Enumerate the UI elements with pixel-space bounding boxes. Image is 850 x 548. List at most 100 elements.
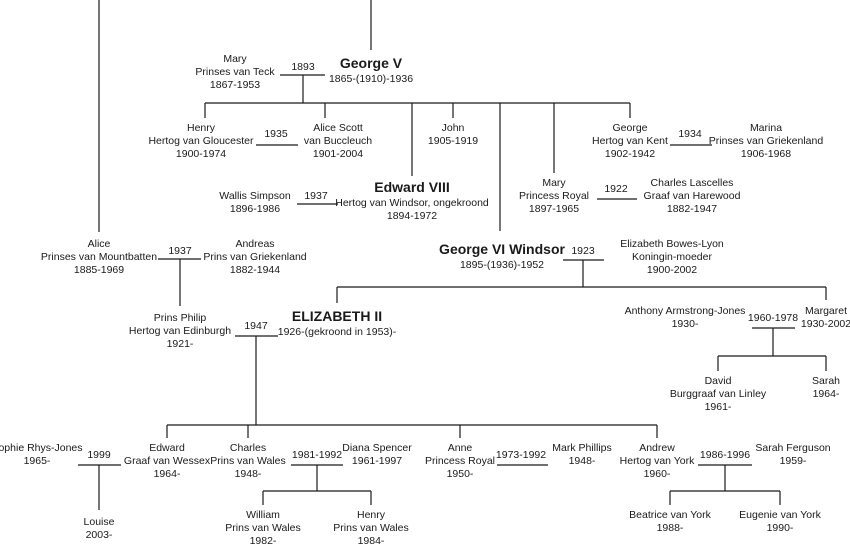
person-charles-lascelles: Charles Lascelles Graaf van Harewood 188… bbox=[644, 177, 741, 216]
person-name: Henry bbox=[186, 122, 215, 134]
marriage-year: 1937 bbox=[304, 190, 328, 202]
person-title: Prinses van Mountbatten bbox=[40, 251, 158, 263]
person-name: Alice bbox=[87, 238, 111, 250]
marriage-year: 1947 bbox=[244, 320, 268, 332]
person-title: Princess Royal bbox=[518, 190, 590, 202]
person-dates: 1959- bbox=[779, 455, 807, 467]
person-charles: Charles Prins van Wales 1948- bbox=[210, 442, 285, 481]
person-henry-gloucester: Henry Hertog van Gloucester 1900-1974 bbox=[148, 122, 253, 161]
person-name: George bbox=[612, 122, 648, 134]
person-title: Hertog van York bbox=[619, 455, 695, 467]
person-anne-princess-royal: Anne Princess Royal 1950- bbox=[425, 442, 495, 481]
person-david-linley: David Burggraaf van Linley 1961- bbox=[670, 375, 766, 414]
person-title: Prins van Wales bbox=[333, 522, 409, 534]
person-dates: 1885-1969 bbox=[73, 264, 125, 276]
person-name: William bbox=[246, 509, 280, 521]
person-name: Charles Lascelles bbox=[650, 177, 734, 189]
person-george-v: George V 1865-(1910)-1936 bbox=[329, 55, 413, 86]
person-george-vi: George VI Windsor 1895-(1936)-1952 bbox=[439, 241, 565, 272]
marriage-year: 1981-1992 bbox=[291, 449, 343, 461]
person-edward-viii: Edward VIII Hertog van Windsor, ongekroo… bbox=[335, 179, 489, 223]
person-dates: 1961-1997 bbox=[351, 455, 403, 467]
person-title: Prinses van Teck bbox=[195, 66, 275, 78]
person-wallis-simpson: Wallis Simpson 1896-1986 bbox=[219, 190, 290, 216]
person-sarah-ferguson: Sarah Ferguson 1959- bbox=[755, 442, 830, 468]
person-dates: 1965- bbox=[23, 455, 51, 467]
person-name: Charles bbox=[229, 442, 267, 454]
person-name: Andrew bbox=[639, 442, 675, 454]
person-title: Hertog van Kent bbox=[592, 135, 668, 147]
person-sophie-rhys-jones: Sophie Rhys-Jones 1965- bbox=[0, 442, 83, 468]
person-title: Hertog van Gloucester bbox=[148, 135, 254, 147]
person-dates: 1882-1947 bbox=[666, 203, 718, 215]
person-name: Anthony Armstrong-Jones bbox=[624, 305, 746, 317]
person-dates: 1865-(1910)-1936 bbox=[328, 73, 414, 85]
person-name: Mark Phillips bbox=[552, 442, 612, 454]
person-elizabeth-bowes-lyon: Elizabeth Bowes-Lyon Koningin-moeder 190… bbox=[620, 238, 724, 277]
person-name: Prins Philip bbox=[153, 312, 207, 324]
person-title: Burggraaf van Linley bbox=[669, 388, 767, 400]
person-title: van Buccleuch bbox=[303, 135, 373, 147]
person-name: Andreas bbox=[235, 238, 275, 250]
person-mary-teck: Mary Prinses van Teck 1867-1953 bbox=[195, 53, 274, 92]
person-title: Prins van Wales bbox=[210, 455, 286, 467]
person-dates: 1988- bbox=[656, 522, 684, 534]
person-title: Prins van Wales bbox=[225, 522, 301, 534]
person-beatrice-york: Beatrice van York 1988- bbox=[629, 509, 711, 535]
person-title: Prinses van Griekenland bbox=[708, 135, 824, 147]
person-dates: 1964- bbox=[153, 468, 181, 480]
person-name: Marina bbox=[749, 122, 783, 134]
person-name: Sophie Rhys-Jones bbox=[0, 442, 83, 454]
person-dates: 1964- bbox=[812, 388, 840, 400]
person-dates: 1930-2002 bbox=[800, 318, 850, 330]
person-dates: 1882-1944 bbox=[229, 264, 281, 276]
person-dates: 1902-1942 bbox=[604, 148, 656, 160]
person-dates: 1894-1972 bbox=[386, 210, 438, 222]
person-diana-spencer: Diana Spencer 1961-1997 bbox=[342, 442, 411, 468]
marriage-year: 1999 bbox=[87, 449, 111, 461]
person-name: Eugenie van York bbox=[739, 509, 821, 521]
person-name: Mary bbox=[223, 53, 247, 65]
person-dates: 1926-(gekroond in 1953)- bbox=[277, 326, 397, 338]
person-dates: 1921- bbox=[166, 338, 194, 350]
person-dates: 1901-2004 bbox=[312, 148, 364, 160]
person-name: David bbox=[704, 375, 732, 387]
person-name: Wallis Simpson bbox=[219, 190, 291, 202]
person-alice-mountbatten: Alice Prinses van Mountbatten 1885-1969 bbox=[41, 238, 157, 277]
person-dates: 1906-1968 bbox=[740, 148, 792, 160]
person-title: Graaf van Harewood bbox=[643, 190, 741, 202]
person-name: Sarah bbox=[811, 375, 841, 387]
marriage-year: 1935 bbox=[264, 128, 288, 140]
marriage-year: 1937 bbox=[168, 245, 192, 257]
marriage-year: 1973-1992 bbox=[495, 449, 547, 461]
person-name: John bbox=[441, 122, 465, 134]
person-dates: 1867-1953 bbox=[209, 79, 261, 91]
person-dates: 1896-1986 bbox=[229, 203, 281, 215]
marriage-year: 1960-1978 bbox=[747, 312, 799, 324]
person-title: Prins van Griekenland bbox=[203, 251, 307, 263]
person-name: Edward VIII bbox=[374, 179, 450, 195]
person-william: William Prins van Wales 1982- bbox=[225, 509, 300, 548]
person-title: Koningin-moeder bbox=[632, 251, 712, 263]
person-george-kent: George Hertog van Kent 1902-1942 bbox=[592, 122, 668, 161]
person-name: Sarah Ferguson bbox=[755, 442, 831, 454]
person-name: George V bbox=[339, 55, 403, 71]
person-edward-wessex: Edward Graaf van Wessex 1964- bbox=[124, 442, 210, 481]
person-name: Edward bbox=[149, 442, 185, 454]
person-name: Diana Spencer bbox=[342, 442, 412, 454]
person-name: Anne bbox=[447, 442, 473, 454]
person-title: Graaf van Wessex bbox=[123, 455, 211, 467]
person-sarah: Sarah 1964- bbox=[812, 375, 840, 401]
marriage-year: 1923 bbox=[571, 245, 595, 257]
person-eugenie-york: Eugenie van York 1990- bbox=[739, 509, 821, 535]
person-dates: 1961- bbox=[704, 401, 732, 413]
person-title: Hertog van Windsor, ongekroond bbox=[335, 197, 489, 209]
person-dates: 1948- bbox=[234, 468, 262, 480]
person-dates: 1950- bbox=[446, 468, 474, 480]
person-name: Louise bbox=[83, 516, 115, 528]
person-louise: Louise 2003- bbox=[84, 516, 115, 542]
person-title: Hertog van Edinburgh bbox=[128, 325, 232, 337]
person-name: George VI Windsor bbox=[439, 241, 565, 257]
person-prince-philip: Prins Philip Hertog van Edinburgh 1921- bbox=[129, 312, 231, 351]
person-name: Beatrice van York bbox=[629, 509, 711, 521]
